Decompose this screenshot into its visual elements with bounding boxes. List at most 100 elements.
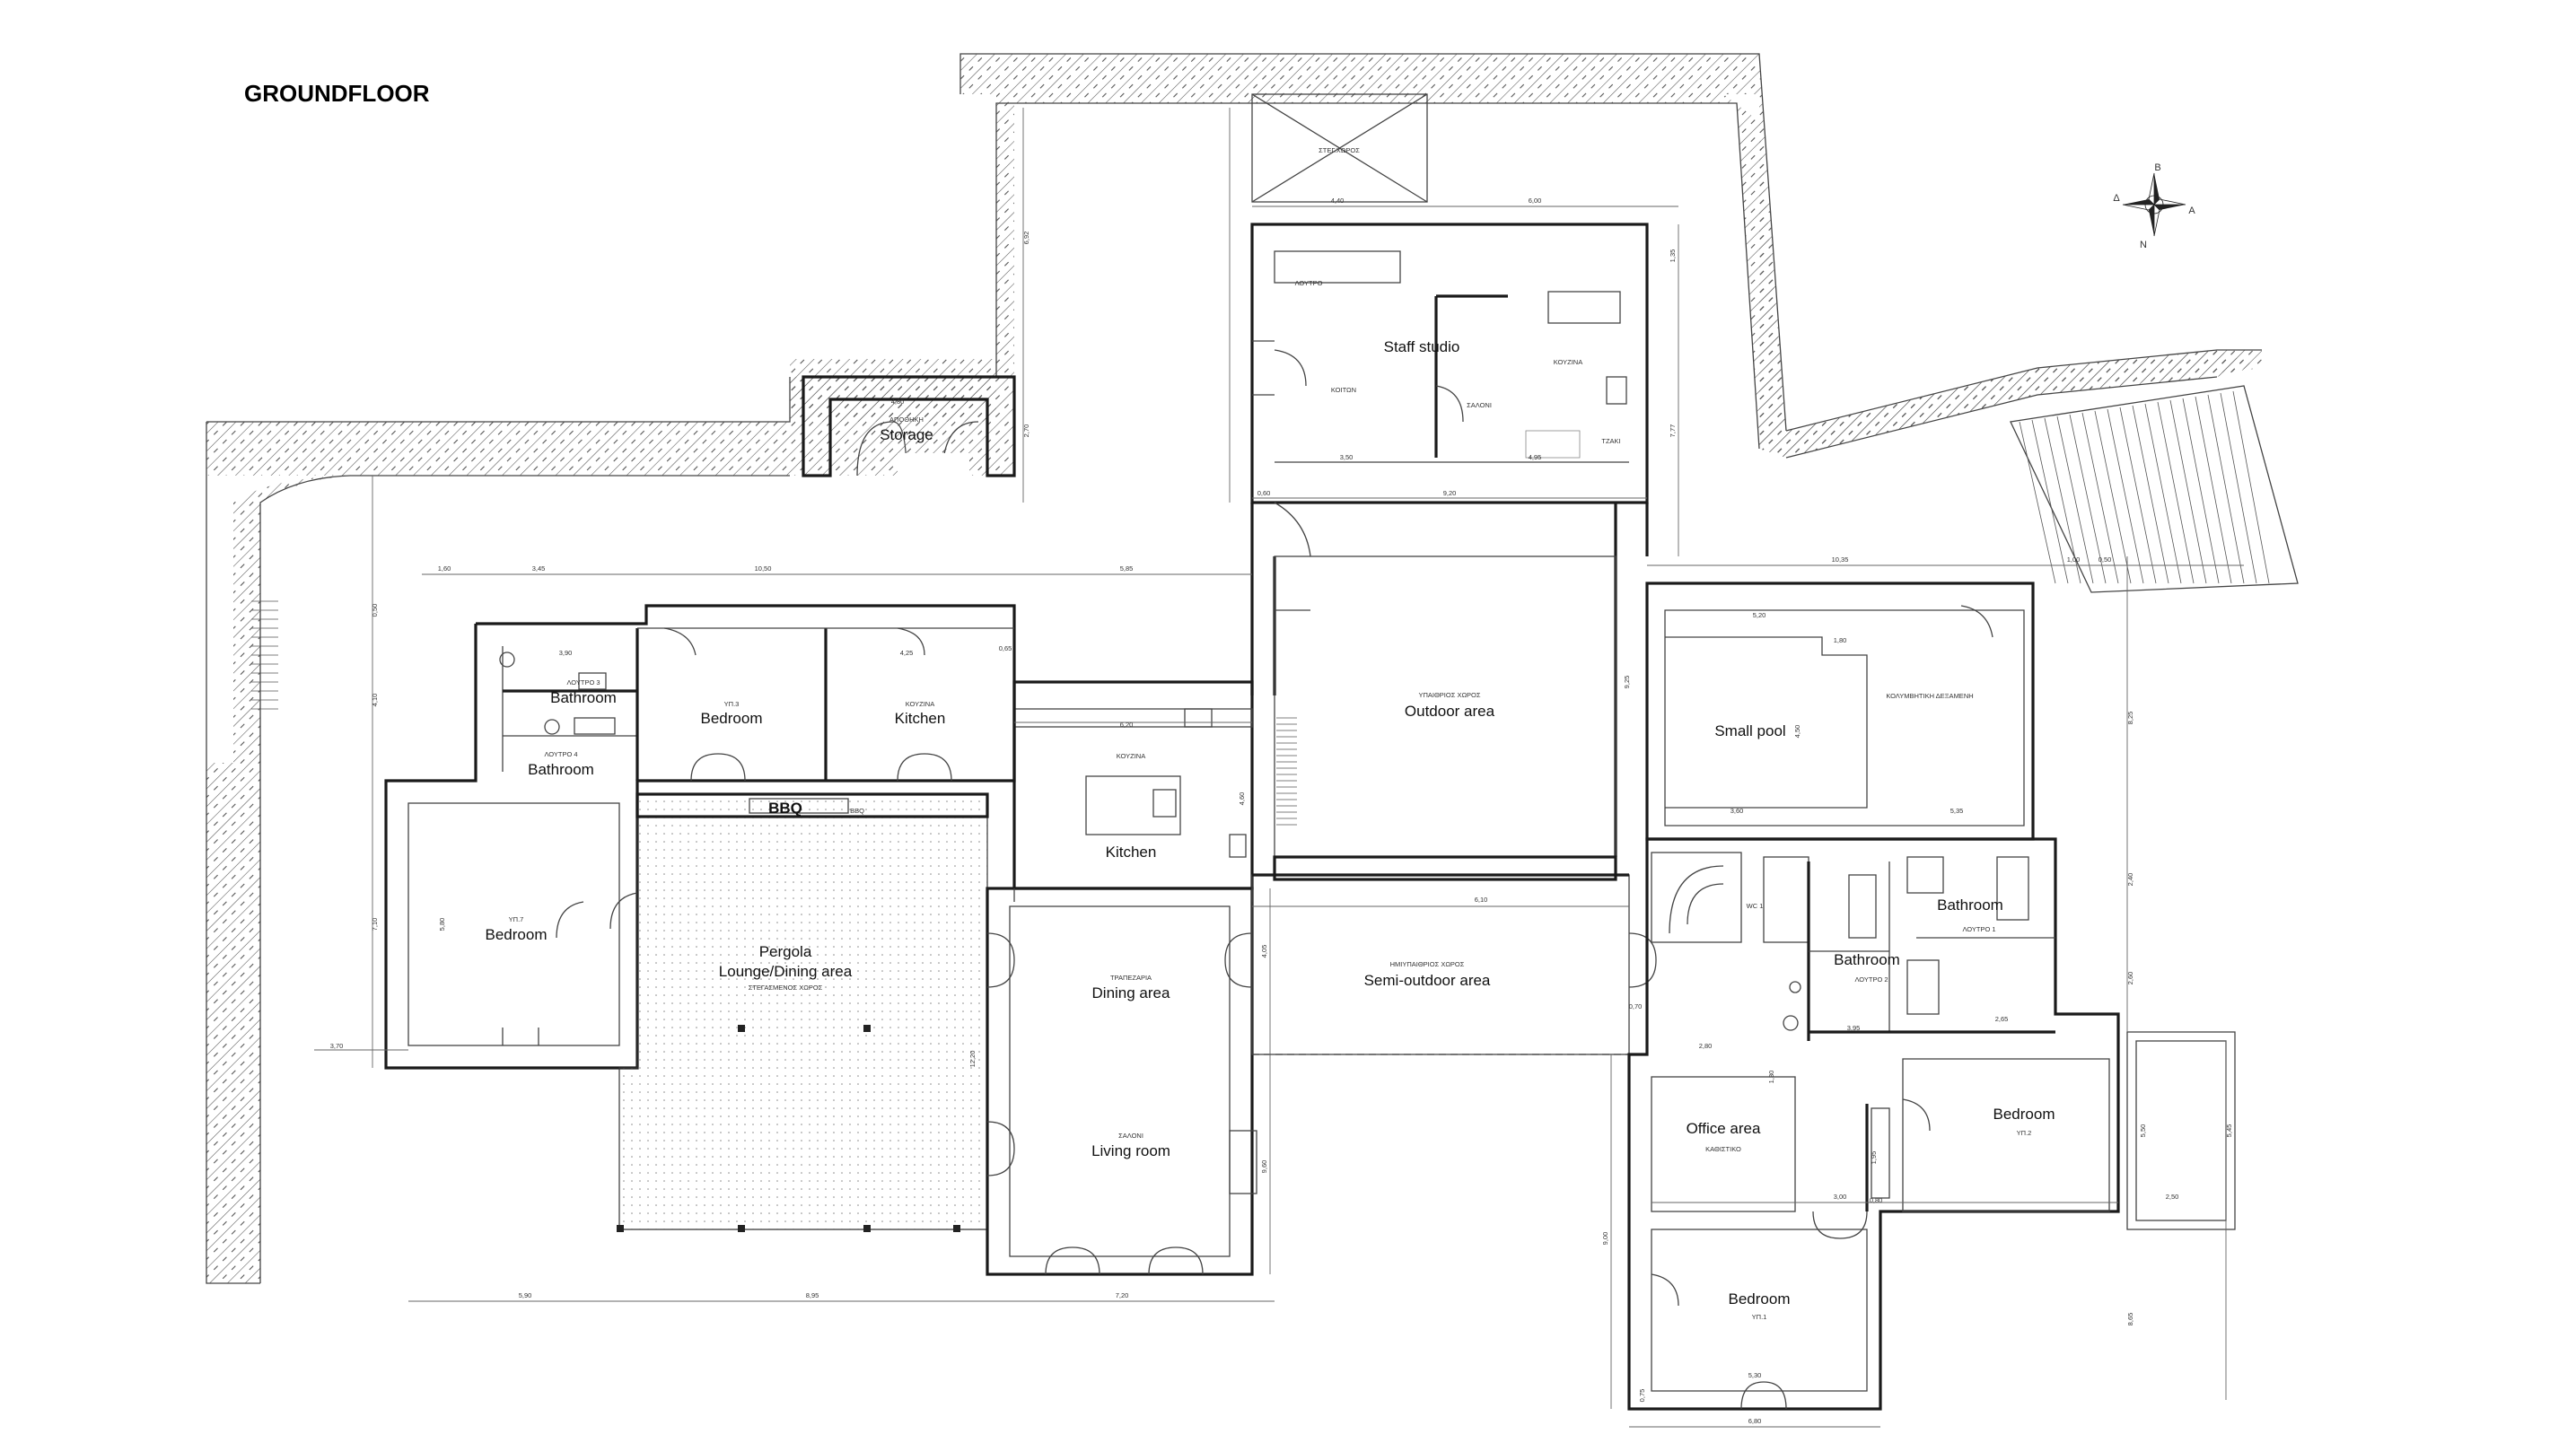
svg-text:N: N	[2140, 240, 2147, 250]
west-wing	[384, 604, 1016, 1070]
bedroom-e-label: Bedroom	[1993, 1106, 2055, 1123]
svg-text:4,50: 4,50	[1793, 725, 1801, 739]
svg-text:5,30: 5,30	[1748, 1371, 1762, 1379]
svg-text:2,80: 2,80	[1699, 1042, 1713, 1050]
pool-sub: ΚΟΛΥΜΒΗΤΙΚΗ ΔΕΞΑΜΕΝΗ	[1886, 692, 1973, 700]
svg-text:3,45: 3,45	[532, 564, 546, 573]
bath-w1-sub: ΛΟΥΤΡΟ 3	[566, 678, 600, 687]
pergola-label: Pergola	[759, 943, 812, 960]
svg-text:A: A	[2188, 206, 2195, 216]
svg-text:1,30: 1,30	[1767, 1071, 1775, 1084]
svg-text:3,90: 3,90	[559, 649, 573, 657]
east-wing	[1627, 837, 2236, 1411]
stair-tread	[2169, 399, 2207, 584]
kitchen-c-label: Kitchen	[1106, 844, 1157, 861]
svg-text:9,20: 9,20	[1443, 489, 1457, 497]
svg-text:1,60: 1,60	[438, 564, 451, 573]
staff-living-sub: ΣΑΛΟΝΙ	[1467, 401, 1492, 409]
corridors	[1250, 502, 1649, 857]
dimension-lines	[314, 108, 2244, 1428]
stair-tread	[2031, 419, 2069, 584]
svg-text:0,80: 0,80	[1870, 1196, 1883, 1204]
outdoor-area-label: Outdoor area	[1405, 703, 1495, 720]
svg-text:6,92: 6,92	[1022, 232, 1030, 245]
svg-text:9,25: 9,25	[1623, 676, 1631, 689]
bedroom-e-sub: ΥΠ.2	[2017, 1129, 2032, 1137]
svg-text:4,40: 4,40	[1331, 197, 1345, 205]
svg-text:0,65: 0,65	[999, 644, 1012, 652]
svg-text:7,20: 7,20	[1116, 1291, 1129, 1299]
semi-outdoor-label: Semi-outdoor area	[1364, 972, 1491, 989]
stair-tread	[2220, 392, 2257, 584]
svg-text:6,10: 6,10	[1475, 896, 1488, 904]
storage-sub: ΑΠΟΘΗΚΗ	[889, 415, 924, 424]
fireplace-sub: ΤΖΑΚΙ	[1601, 437, 1620, 445]
stair-tread	[2207, 394, 2245, 584]
svg-text:2,70: 2,70	[1022, 424, 1030, 438]
stair-tread	[2069, 414, 2107, 584]
svg-text:9,00: 9,00	[1601, 1232, 1609, 1246]
kitchen-c-sub: ΚΟΥΖΙΝΑ	[1117, 752, 1145, 760]
svg-text:8,95: 8,95	[806, 1291, 819, 1299]
bathroom-e1-label: Bathroom	[1937, 896, 2003, 914]
kitchen-w-sub: ΚΟΥΖΙΝΑ	[906, 700, 934, 708]
svg-text:4,05: 4,05	[1260, 945, 1268, 958]
svg-text:Δ: Δ	[2113, 193, 2120, 204]
svg-text:3,70: 3,70	[330, 1042, 344, 1050]
bathroom-e2-label: Bathroom	[1834, 951, 1900, 968]
stair-tread	[2094, 410, 2132, 584]
bedroom-w-label: Bedroom	[701, 710, 763, 727]
retaining-walls	[206, 53, 2262, 1284]
svg-text:3,50: 3,50	[1340, 453, 1354, 461]
stair-tread	[2044, 417, 2081, 584]
stair-tread	[2081, 412, 2119, 584]
svg-text:3,60: 3,60	[1730, 807, 1744, 815]
svg-text:5,45: 5,45	[2225, 1124, 2233, 1138]
bath-w2-sub: ΛΟΥΤΡΟ 4	[544, 750, 577, 758]
bathroom-w2-label: Bathroom	[528, 761, 594, 778]
staff-studio-label: Staff studio	[1384, 338, 1460, 355]
semi-outdoor-sub: ΗΜΙΥΠΑΙΘΡΙΟΣ ΧΩΡΟΣ	[1390, 960, 1465, 968]
svg-text:2,65: 2,65	[1995, 1015, 2009, 1023]
dimension-labels: 1,60 3,45 10,50 5,85 4,80 2,70 6,92 4,40…	[330, 197, 2233, 1425]
svg-text:5,80: 5,80	[438, 918, 446, 931]
svg-text:1,00: 1,00	[2067, 555, 2081, 564]
bath-e2-sub: ΛΟΥΤΡΟ 2	[1854, 975, 1888, 984]
stair-tread	[2107, 408, 2144, 584]
kitchen-w-label: Kitchen	[895, 710, 946, 727]
staff-bath-sub: ΛΟΥΤΡΟ	[1295, 279, 1323, 287]
svg-text:2,40: 2,40	[2126, 873, 2134, 887]
svg-text:1,35: 1,35	[1669, 249, 1677, 263]
svg-text:9,60: 9,60	[1260, 1160, 1268, 1174]
svg-text:4,25: 4,25	[900, 649, 914, 657]
wc-sub: WC 1	[1747, 902, 1764, 910]
svg-text:0,50: 0,50	[2098, 555, 2112, 564]
bathroom-w1-label: Bathroom	[550, 689, 617, 706]
east-steps	[2010, 385, 2299, 593]
dining-area-label: Dining area	[1092, 984, 1170, 1001]
stair-tread	[2157, 401, 2195, 584]
room-labels: ΑΠΟΘΗΚΗ Storage Staff studio ΚΟΙΤΩΝ ΣΑΛΟ…	[486, 146, 2055, 1321]
west-steps	[251, 600, 278, 710]
bedroom-s-label: Bedroom	[1729, 1290, 1791, 1307]
staff-kitchen-sub: ΚΟΥΖΙΝΑ	[1554, 358, 1582, 366]
pergola-sub: ΣΤΕΓΑΣΜΕΝΟΣ ΧΩΡΟΣ	[749, 984, 823, 992]
svg-text:2,50: 2,50	[2166, 1193, 2179, 1201]
outdoor-sub: ΥΠΑΙΘΡΙΟΣ ΧΩΡΟΣ	[1418, 691, 1480, 699]
svg-text:10,50: 10,50	[755, 564, 772, 573]
svg-text:6,80: 6,80	[1748, 1417, 1762, 1425]
bedroom-sw-label: Bedroom	[486, 926, 548, 943]
small-pool-label: Small pool	[1714, 722, 1785, 739]
dining-sub: ΤΡΑΠΕΖΑΡΙΑ	[1110, 974, 1152, 982]
svg-text:7,77: 7,77	[1669, 424, 1677, 438]
svg-text:8,25: 8,25	[2126, 712, 2134, 725]
staff-studio-building	[1250, 93, 1649, 504]
living-room-label: Living room	[1091, 1142, 1170, 1159]
svg-text:6,00: 6,00	[1529, 197, 1542, 205]
svg-text:5,35: 5,35	[1950, 807, 1964, 815]
compass-rose-icon: B A Δ N	[2113, 162, 2195, 250]
stair-space-sub: ΣΤΕΓ.ΧΩΡΟΣ	[1319, 146, 1360, 154]
svg-text:3,00: 3,00	[1834, 1193, 1847, 1201]
svg-text:6,20: 6,20	[1120, 721, 1134, 729]
